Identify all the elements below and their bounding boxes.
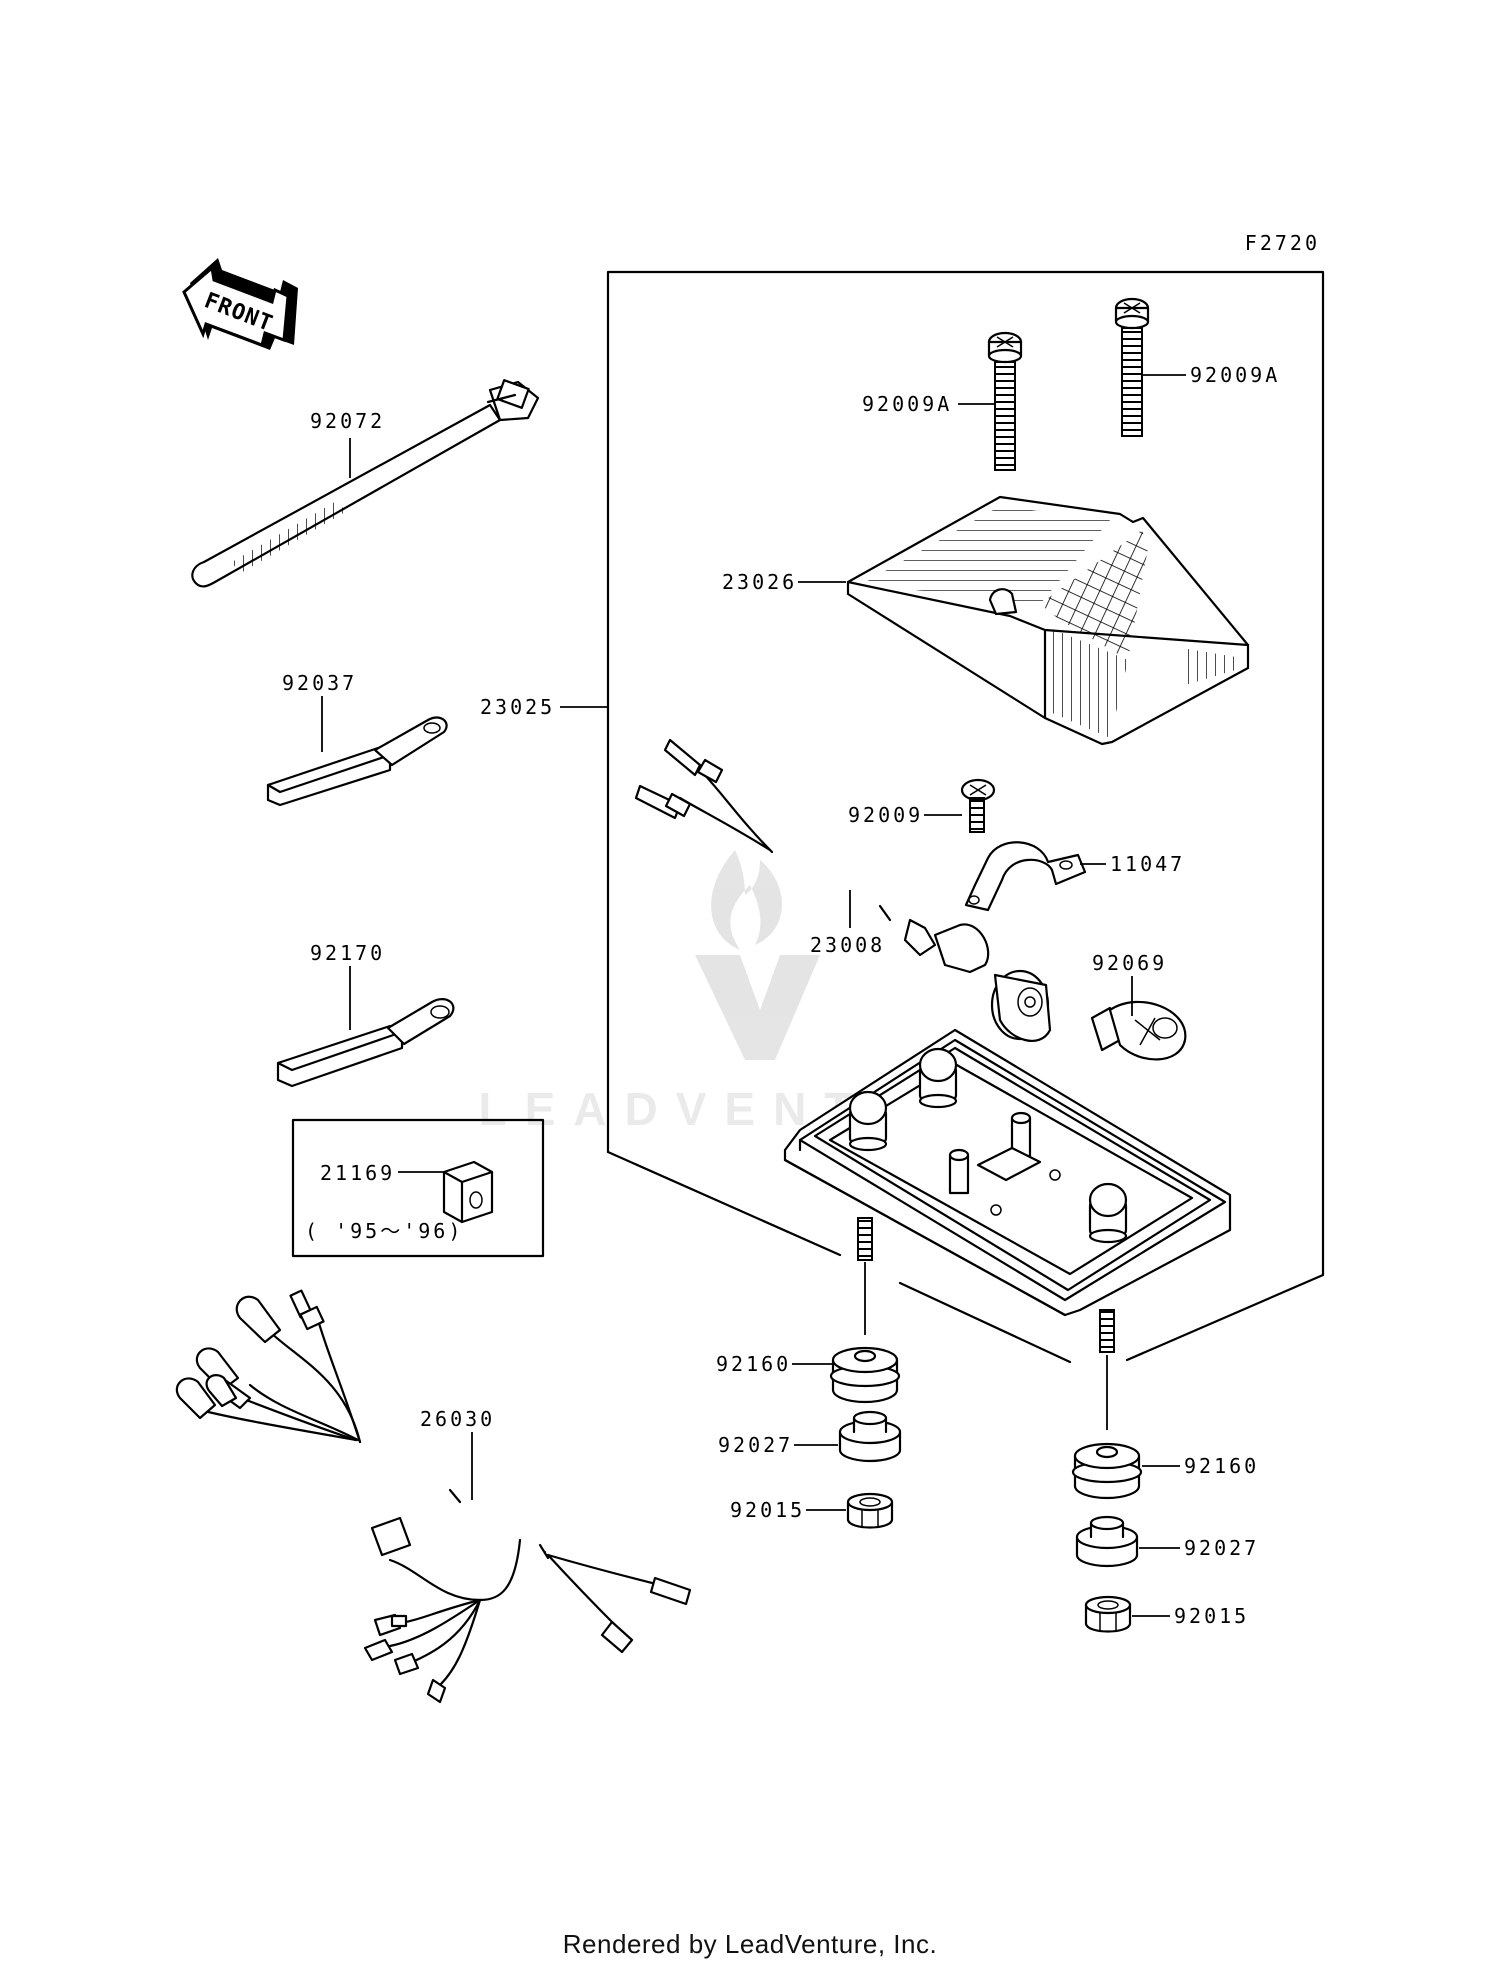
part-label-92160-right: 92160 [1184, 1454, 1259, 1478]
part-label-11047: 11047 [1110, 852, 1185, 876]
diagram-code: F2720 [1245, 231, 1320, 255]
wiring-harness-26030 [175, 1289, 692, 1704]
cable-tie-92072 [191, 379, 540, 588]
part-label-92037: 92037 [282, 671, 357, 695]
terminal-92037 [266, 716, 448, 807]
part-label-23008: 23008 [810, 933, 885, 957]
lens-cover-23026 [846, 495, 1250, 746]
assembly-outline [606, 270, 1325, 1364]
screw-92009A-right [1114, 297, 1150, 437]
grommet-92160-right [1071, 1442, 1143, 1500]
part-label-92015-left: 92015 [730, 1498, 805, 1522]
terminal-92170 [276, 998, 455, 1088]
part-label-92072: 92072 [310, 409, 385, 433]
inset-box-21169 [291, 1118, 545, 1258]
nut-92015-right [1084, 1595, 1132, 1633]
nut-92015-left [846, 1492, 894, 1529]
lamp-housing [783, 1028, 1232, 1353]
part-label-92009A-right: 92009A [1190, 363, 1280, 387]
collar-92027-right [1075, 1515, 1139, 1568]
inset-note: ( '95～'96) [305, 1219, 463, 1243]
socket-wiring-23008 [634, 738, 1052, 1042]
part-label-92170: 92170 [310, 941, 385, 965]
grommet-92160-left [829, 1346, 901, 1404]
bulb-92069 [1090, 1000, 1187, 1061]
screw-92009A-left [987, 331, 1023, 471]
front-arrow-icon: FRONT [182, 258, 298, 350]
watermark-logo [695, 850, 820, 1060]
part-label-92027-right: 92027 [1184, 1536, 1259, 1560]
footer-credit: Rendered by LeadVenture, Inc. [563, 1929, 937, 1959]
part-label-92027-left: 92027 [718, 1433, 793, 1457]
part-label-92160-left: 92160 [716, 1352, 791, 1376]
part-label-23026: 23026 [722, 570, 797, 594]
part-label-92009: 92009 [848, 803, 923, 827]
collar-92027-left [838, 1410, 902, 1463]
part-label-92015-right: 92015 [1174, 1604, 1249, 1628]
clamp-11047 [964, 841, 1087, 912]
screw-92009 [960, 778, 996, 833]
part-label-26030: 26030 [420, 1407, 495, 1431]
part-label-23025: 23025 [480, 695, 555, 719]
part-label-92069: 92069 [1092, 951, 1167, 975]
part-label-92009A-left: 92009A [862, 392, 952, 416]
part-label-21169: 21169 [320, 1161, 395, 1185]
